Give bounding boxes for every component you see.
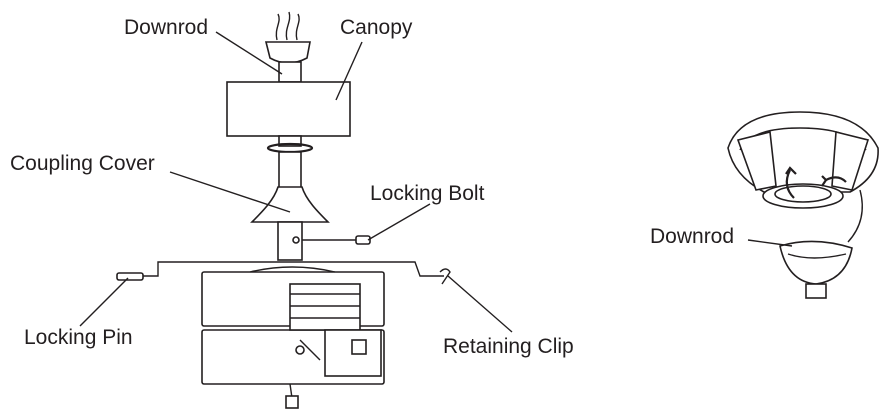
locking-pin: [116, 272, 144, 281]
safety-cable: [127, 261, 444, 277]
downrod-detail: [805, 283, 827, 299]
fan-assembly-left: [116, 11, 451, 409]
label-locking-bolt: Locking Bolt: [370, 182, 485, 205]
leader-lines: [79, 31, 793, 333]
wires: [275, 11, 300, 41]
downrod-middle: [278, 135, 302, 147]
coupling-cover: [250, 186, 330, 223]
downrod-lower: [278, 151, 302, 193]
label-downrod: Downrod: [124, 16, 208, 39]
locking-bolt: [355, 235, 371, 245]
label-coupling-cover: Coupling Cover: [10, 152, 155, 175]
retaining-clip: [439, 268, 451, 285]
label-downrod-detail: Downrod: [650, 225, 734, 248]
canopy-bracket-detail: [727, 111, 879, 299]
label-retaining-clip: Retaining Clip: [443, 335, 574, 358]
downrod-upper: [278, 61, 302, 83]
label-locking-pin: Locking Pin: [24, 326, 133, 349]
canopy: [226, 81, 351, 137]
label-canopy: Canopy: [340, 16, 413, 39]
downrod-ball: [264, 41, 311, 64]
motor-mechanism: [285, 283, 382, 409]
downrod-ball-detail: [779, 240, 853, 285]
